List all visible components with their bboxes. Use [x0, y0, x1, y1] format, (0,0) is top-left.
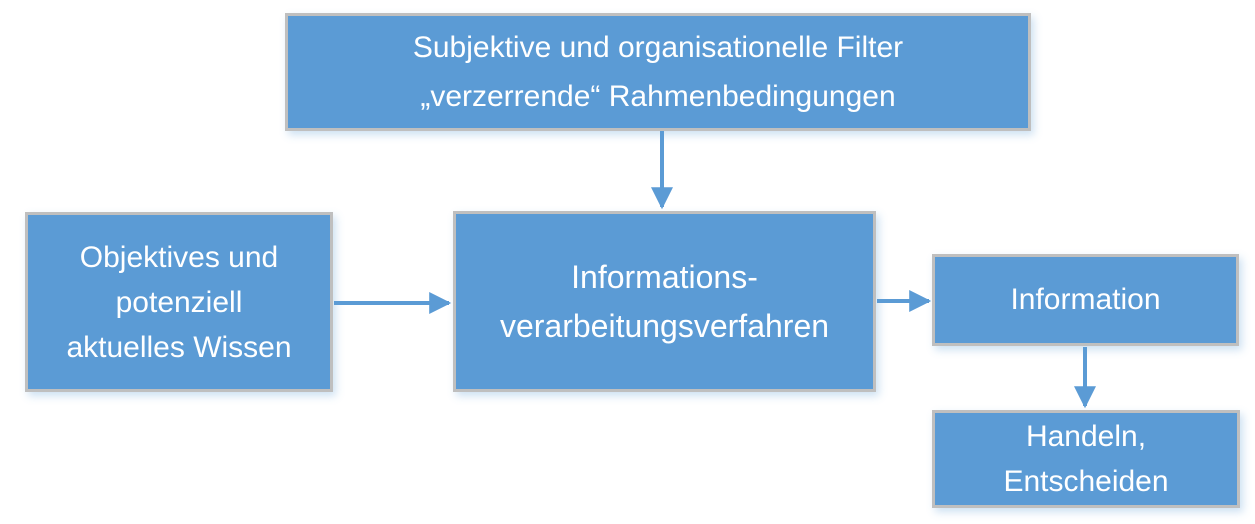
node-informationsverarbeitungsverfahren: Informations- verarbeitungsverfahren	[453, 211, 876, 392]
node-subjektive-filter: Subjektive und organisationelle Filter „…	[285, 13, 1031, 131]
node-information: Information	[932, 254, 1239, 346]
node-objektives-wissen: Objektives und potenziell aktuelles Wiss…	[25, 212, 333, 392]
node-handeln-entscheiden: Handeln, Entscheiden	[932, 410, 1240, 508]
